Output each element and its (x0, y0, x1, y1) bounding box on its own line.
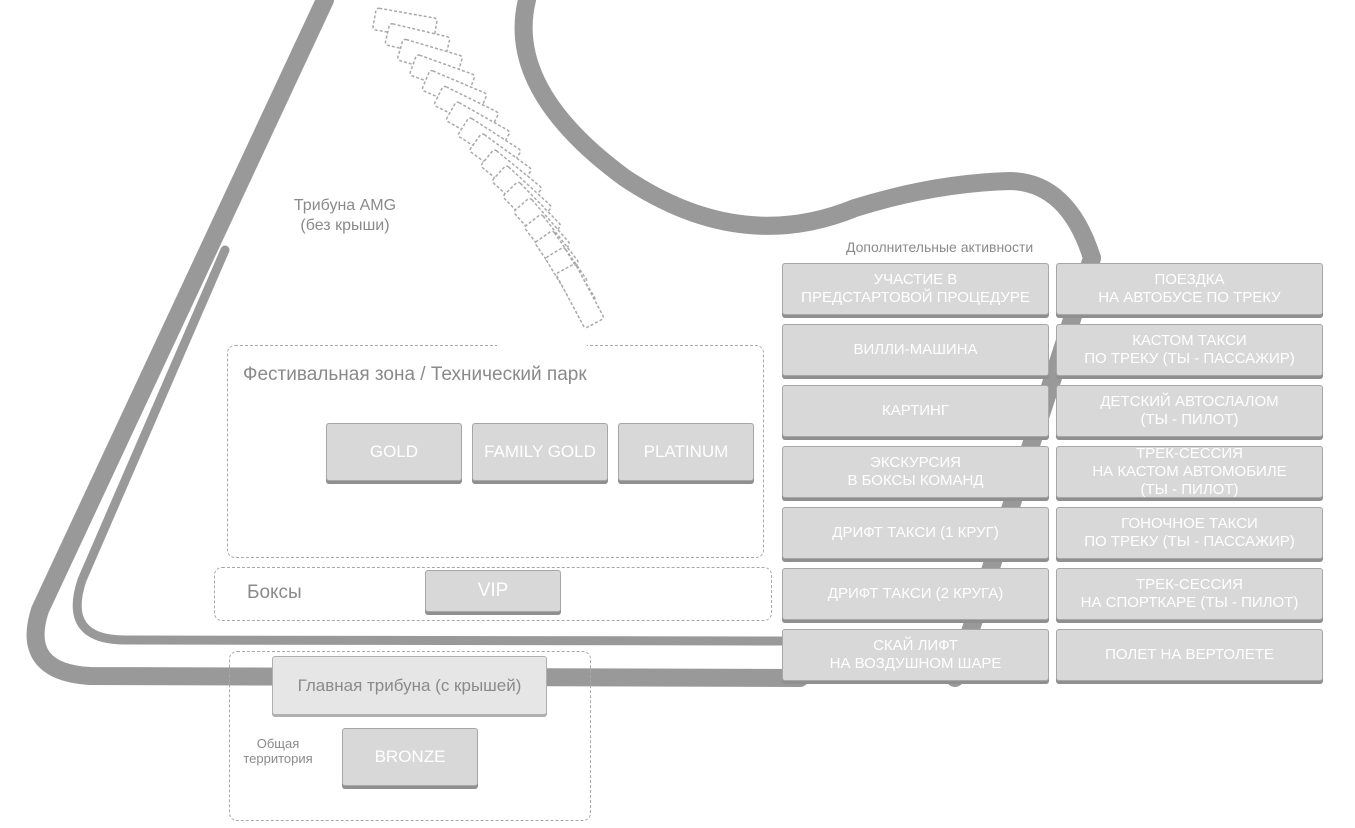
main-stand-button[interactable]: Главная трибуна (с крышей) (272, 656, 547, 715)
ticket-bronze-button[interactable]: BRONZE (342, 728, 478, 786)
track-hairpin-section (514, 0, 1101, 267)
general-area-label: Общая территория (243, 736, 313, 766)
zone-gap (497, 340, 587, 350)
activity-left-1-button[interactable]: УЧАСТИЕ В ПРЕДСТАРТОВОЙ ПРОЦЕДУРЕ (782, 263, 1049, 315)
amg-stand-seating (372, 7, 604, 329)
activity-right-4-button[interactable]: ТРЕК-СЕССИЯ НА КАСТОМ АВТОМОБИЛЕ (ТЫ - П… (1056, 445, 1323, 498)
ticket-gold-button[interactable]: GOLD (326, 423, 462, 481)
activity-right-5-button[interactable]: ГОНОЧНОЕ ТАКСИ ПО ТРЕКУ (ТЫ - ПАССАЖИР) (1056, 507, 1323, 559)
activities-title: Дополнительные активности (846, 239, 1034, 255)
ticket-platinum-button[interactable]: PLATINUM (618, 423, 754, 481)
ticket-family-gold-button[interactable]: FAMILY GOLD (472, 423, 608, 481)
activity-left-3-button[interactable]: КАРТИНГ (782, 385, 1049, 437)
seat-block (556, 263, 604, 329)
track-outer-section (26, 0, 809, 687)
ticket-vip-button[interactable]: VIP (425, 570, 561, 612)
amg-stand-label: Трибуна AMG (без крыши) (293, 197, 397, 234)
activity-left-7-button[interactable]: СКАЙ ЛИФТ НА ВОЗДУШНОМ ШАРЕ (782, 629, 1049, 681)
activity-right-7-button[interactable]: ПОЛЕТ НА ВЕРТОЛЕТЕ (1056, 629, 1323, 681)
pit-lane (72, 245, 805, 646)
activity-left-4-button[interactable]: ЭКСКУРСИЯ В БОКСЫ КОМАНД (782, 446, 1049, 498)
activity-right-6-button[interactable]: ТРЕК-СЕССИЯ НА СПОРТКАРЕ (ТЫ - ПИЛОТ) (1056, 568, 1323, 620)
activity-left-6-button[interactable]: ДРИФТ ТАКСИ (2 КРУГА) (782, 568, 1049, 620)
activity-right-1-button[interactable]: ПОЕЗДКА НА АВТОБУСЕ ПО ТРЕКУ (1056, 263, 1323, 315)
activity-right-3-button[interactable]: ДЕТСКИЙ АВТОСЛАЛОМ (ТЫ - ПИЛОТ) (1056, 385, 1323, 437)
main-stand-zone (229, 651, 591, 821)
activity-left-5-button[interactable]: ДРИФТ ТАКСИ (1 КРУГ) (782, 507, 1049, 559)
activity-left-2-button[interactable]: ВИЛЛИ-МАШИНА (782, 324, 1049, 376)
festival-zone-title: Фестивальная зона / Технический парк (243, 364, 587, 385)
activity-right-2-button[interactable]: КАСТОМ ТАКСИ ПО ТРЕКУ (ТЫ - ПАССАЖИР) (1056, 324, 1323, 376)
boxes-zone-title: Боксы (247, 582, 302, 603)
